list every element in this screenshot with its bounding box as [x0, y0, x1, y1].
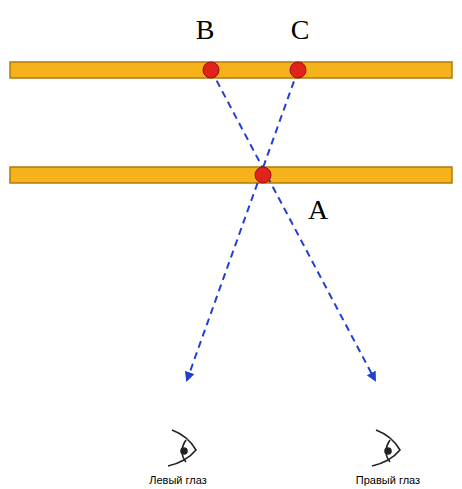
eye-label: Левый глаз [149, 475, 207, 486]
eye-pupil [385, 448, 391, 454]
eye-icon [168, 430, 196, 466]
point-label: B [196, 16, 215, 44]
eye-lid [372, 430, 400, 466]
point-label: A [308, 196, 328, 224]
point-label: C [291, 16, 310, 44]
point-dot [255, 167, 271, 183]
sight-line [211, 70, 375, 380]
bottom-bar [10, 167, 452, 183]
eye-label: Правый глаз [356, 475, 420, 486]
top-bar [10, 62, 452, 78]
eye-icon [372, 430, 400, 466]
eye-pupil [181, 448, 187, 454]
eye-lid [168, 430, 196, 466]
sight-line [187, 70, 298, 380]
point-dot [290, 62, 306, 78]
eye-lens [386, 440, 390, 462]
point-dot [203, 62, 219, 78]
eye-lens [182, 440, 186, 462]
